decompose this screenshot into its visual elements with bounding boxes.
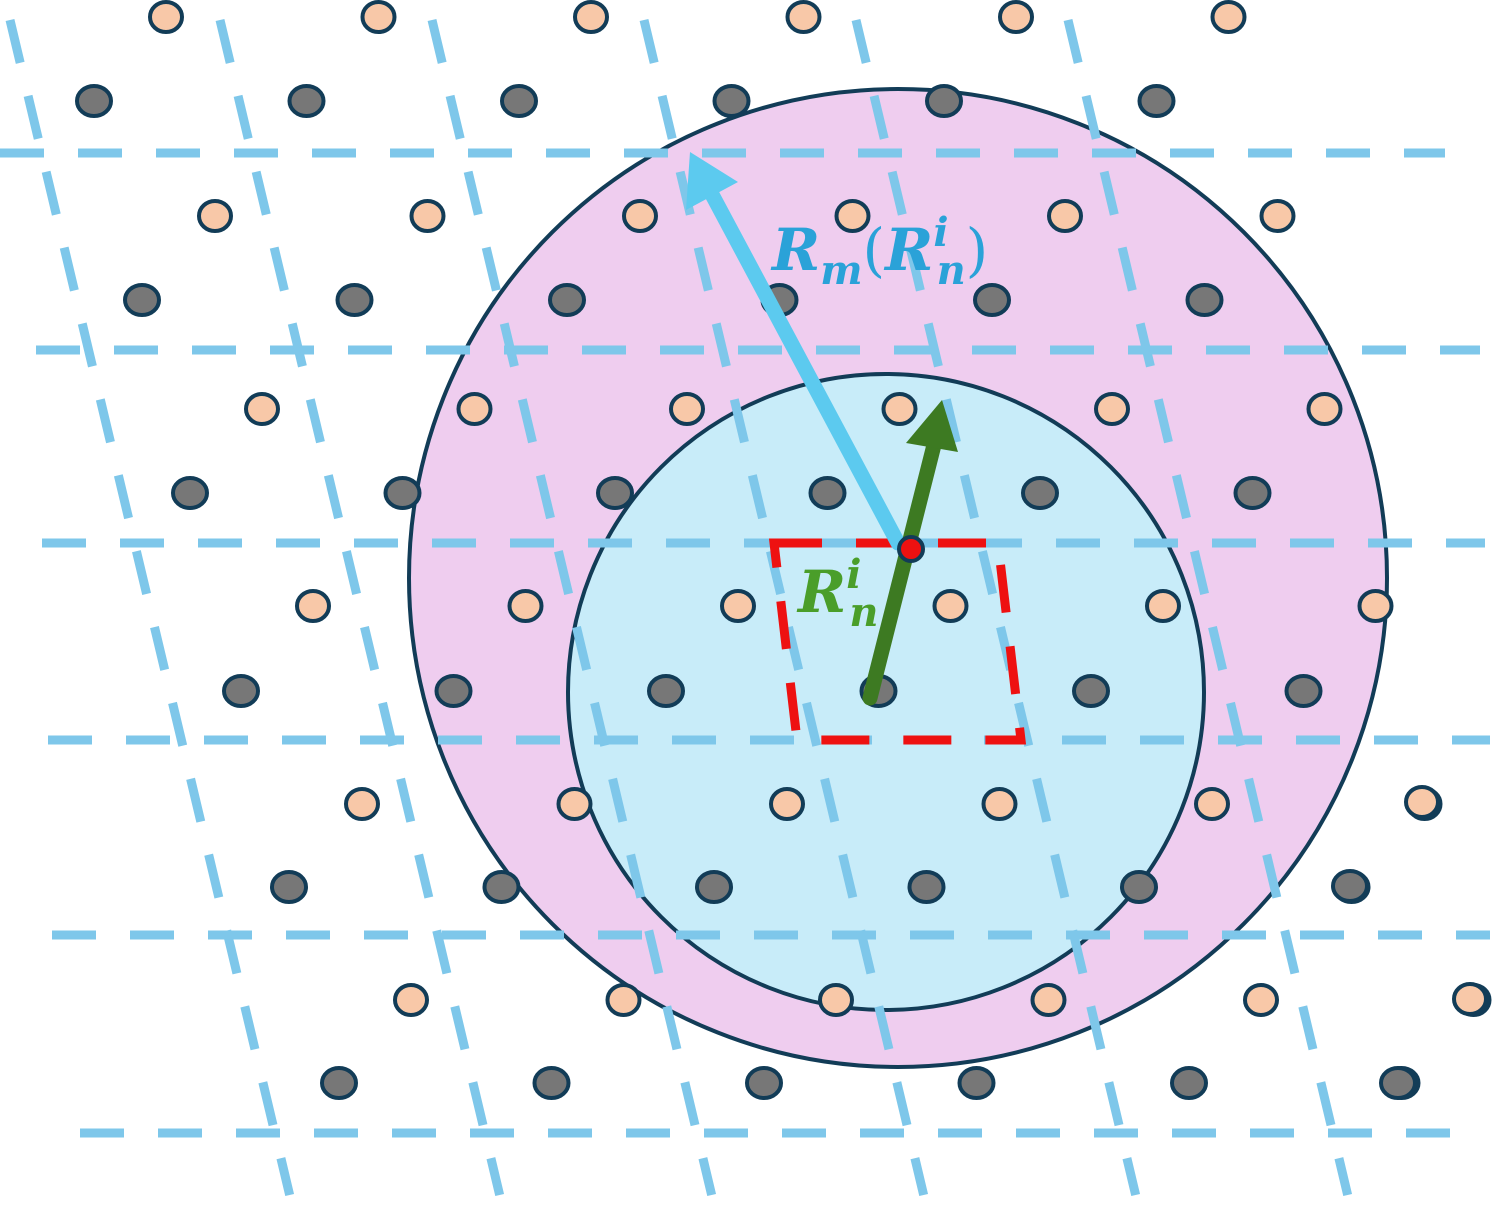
dark-atom: [1170, 1066, 1208, 1100]
light-atom: [881, 392, 918, 426]
light-atom: [197, 199, 233, 233]
dark-atom: [1331, 869, 1369, 903]
outer-radius-vector: [686, 152, 906, 551]
light-atom: [1030, 983, 1067, 1017]
light-atom: [605, 983, 642, 1017]
dark-atom: [548, 283, 586, 317]
outer-label-inner-sub: n: [937, 247, 966, 294]
dark-atom: [482, 870, 521, 904]
dark-atom: [957, 1066, 996, 1100]
outer-label-main: R: [770, 216, 820, 284]
light-atom: [785, 0, 822, 34]
outer-label-inner-main: R: [883, 216, 933, 284]
dark-atom: [500, 84, 538, 118]
outer-radius-arrowhead: [686, 152, 738, 210]
dark-atom: [532, 1066, 571, 1100]
light-atom: [556, 787, 593, 821]
light-atom: [1194, 787, 1230, 821]
light-atom: [573, 0, 609, 34]
dark-atom: [1233, 476, 1272, 510]
inner-label-main: R: [796, 558, 846, 626]
lattice-lines: [0, 18, 1490, 1197]
light-atom: [1243, 983, 1279, 1017]
dark-atom: [973, 283, 1011, 317]
dark-atom: [320, 1066, 358, 1100]
dark-atom: [1379, 1066, 1417, 1100]
outer-radius-shaft: [700, 179, 906, 551]
light-atom: [818, 983, 854, 1017]
dark-atom: [434, 674, 473, 708]
dark-atom: [647, 674, 685, 708]
light-atom: [622, 199, 658, 233]
dark-atom: [596, 476, 634, 510]
dark-atom: [1021, 476, 1059, 510]
light-atom: [720, 589, 756, 623]
dark-atom: [1185, 283, 1224, 317]
light-atom: [1306, 392, 1343, 426]
inner-vector-shaft: [862, 437, 942, 706]
dark-atom: [1137, 84, 1176, 118]
light-atom: [998, 0, 1034, 34]
outer-label-close-paren: ): [966, 216, 989, 284]
light-atom: [1452, 982, 1488, 1016]
light-atom: [834, 199, 871, 233]
dark-atom: [75, 84, 113, 118]
dark-atom: [695, 870, 733, 904]
unit-cell: [768, 538, 1027, 745]
light-atom: [1357, 589, 1394, 623]
light-atom: [932, 589, 969, 623]
light-atom: [148, 0, 184, 34]
dark-atom: [383, 476, 422, 510]
dark-atom: [123, 283, 161, 317]
light-atom: [1259, 199, 1296, 233]
dark-atom: [287, 84, 326, 118]
dark-atom: [335, 283, 374, 317]
light-atom: [344, 787, 380, 821]
light-atom: [1404, 785, 1440, 819]
dark-atom: [171, 476, 209, 510]
light-atom: [456, 392, 493, 426]
light-atom: [360, 0, 397, 34]
light-atom: [295, 589, 331, 623]
outer-label-inner-sup: i: [933, 209, 948, 256]
light-atom: [409, 199, 446, 233]
inner-vector: [862, 400, 958, 706]
dark-atom: [907, 870, 946, 904]
light-atom: [1047, 199, 1083, 233]
light-atom: [1094, 392, 1130, 426]
light-atom: [1145, 589, 1181, 623]
inner-vector-arrowhead: [906, 400, 958, 452]
light-atom: [981, 787, 1018, 821]
light-atom: [1210, 0, 1247, 34]
outer-label-open-paren: (: [863, 216, 886, 284]
dark-atom: [1120, 870, 1158, 904]
dark-atom: [1284, 674, 1323, 708]
light-atom: [769, 787, 805, 821]
dark-atom: [745, 1066, 783, 1100]
light-atom: [669, 392, 705, 426]
dark-atom: [270, 870, 308, 904]
dark-atom: [808, 476, 847, 510]
dark-atom: [925, 84, 963, 118]
inner-label-sub: n: [849, 589, 878, 636]
dark-atom: [712, 84, 751, 118]
light-atom: [393, 983, 429, 1017]
atoms: [75, 0, 1492, 1100]
light-atom: [244, 392, 280, 426]
dark-atom: [222, 674, 260, 708]
inner-label-sup: i: [846, 551, 861, 598]
light-atom: [507, 589, 544, 623]
center-point: [897, 535, 925, 563]
outer-label-sub: m: [820, 247, 862, 294]
dark-atom: [1072, 674, 1110, 708]
